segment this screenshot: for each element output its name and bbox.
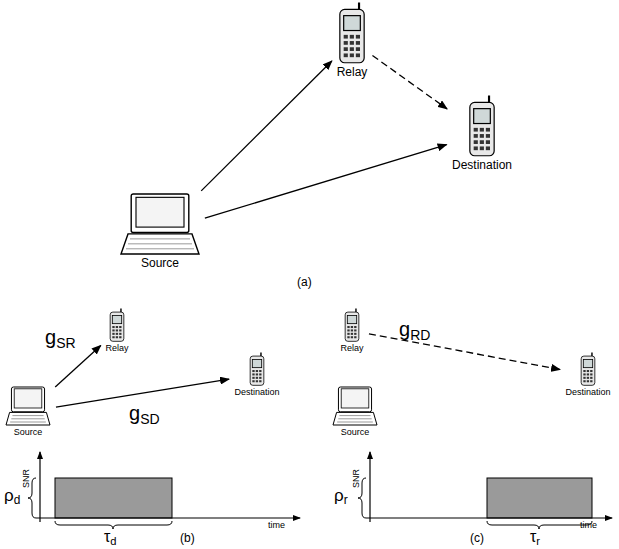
device-label: Relay	[103, 343, 131, 353]
phone-icon	[108, 308, 126, 342]
device-label: Relay	[338, 343, 366, 353]
device-label: Destination	[450, 159, 515, 173]
phone-node: Destination	[450, 95, 515, 173]
phone-node: Destination	[563, 352, 613, 397]
device-label: Relay	[334, 66, 370, 80]
phone-node: Destination	[232, 352, 282, 397]
brace	[55, 521, 172, 529]
device-label: Source	[330, 427, 380, 437]
laptop-node: Source	[118, 193, 202, 271]
phone-icon	[579, 352, 597, 386]
phone-icon	[248, 352, 266, 386]
panel-caption: (c)	[470, 532, 484, 545]
axis-label: SNR	[22, 469, 32, 488]
device-label: Source	[3, 427, 53, 437]
phone-node: Relay	[334, 2, 370, 80]
phone-icon	[343, 308, 361, 342]
laptop-node: Source	[330, 386, 380, 437]
channel-gain: gSR	[44, 326, 77, 348]
axis-label: time	[268, 521, 285, 531]
phone-node: Relay	[103, 308, 131, 353]
radio-link	[55, 345, 101, 386]
panel-caption: (b)	[180, 532, 195, 545]
relay-link	[372, 56, 447, 109]
axis-label: time	[580, 521, 597, 531]
brace	[487, 521, 592, 529]
device-label: Destination	[563, 387, 613, 397]
phone-node: Relay	[338, 308, 366, 353]
axis-label: ρr	[334, 487, 348, 506]
axis-label: τr	[530, 528, 540, 546]
transmit-slot	[55, 478, 172, 518]
radio-link	[205, 145, 447, 219]
phone-icon	[466, 95, 498, 157]
laptop-icon	[120, 193, 200, 255]
radio-link	[201, 61, 332, 191]
device-label: Source	[118, 257, 202, 271]
transmit-slot	[487, 478, 592, 518]
snr-axis	[39, 452, 40, 522]
axis-label: τd	[104, 528, 117, 546]
phone-icon	[336, 2, 368, 64]
time-axis	[36, 517, 300, 518]
laptop-node: Source	[3, 386, 53, 437]
snr-axis	[369, 452, 370, 522]
laptop-icon	[332, 386, 378, 426]
panel-caption: (a)	[297, 276, 312, 289]
laptop-icon	[5, 386, 51, 426]
axis-label: SNR	[352, 469, 362, 488]
channel-gain: gRD	[398, 318, 431, 340]
device-label: Destination	[232, 387, 282, 397]
channel-gain: gSD	[128, 402, 161, 424]
time-axis	[366, 517, 612, 518]
axis-label: ρd	[4, 487, 20, 506]
